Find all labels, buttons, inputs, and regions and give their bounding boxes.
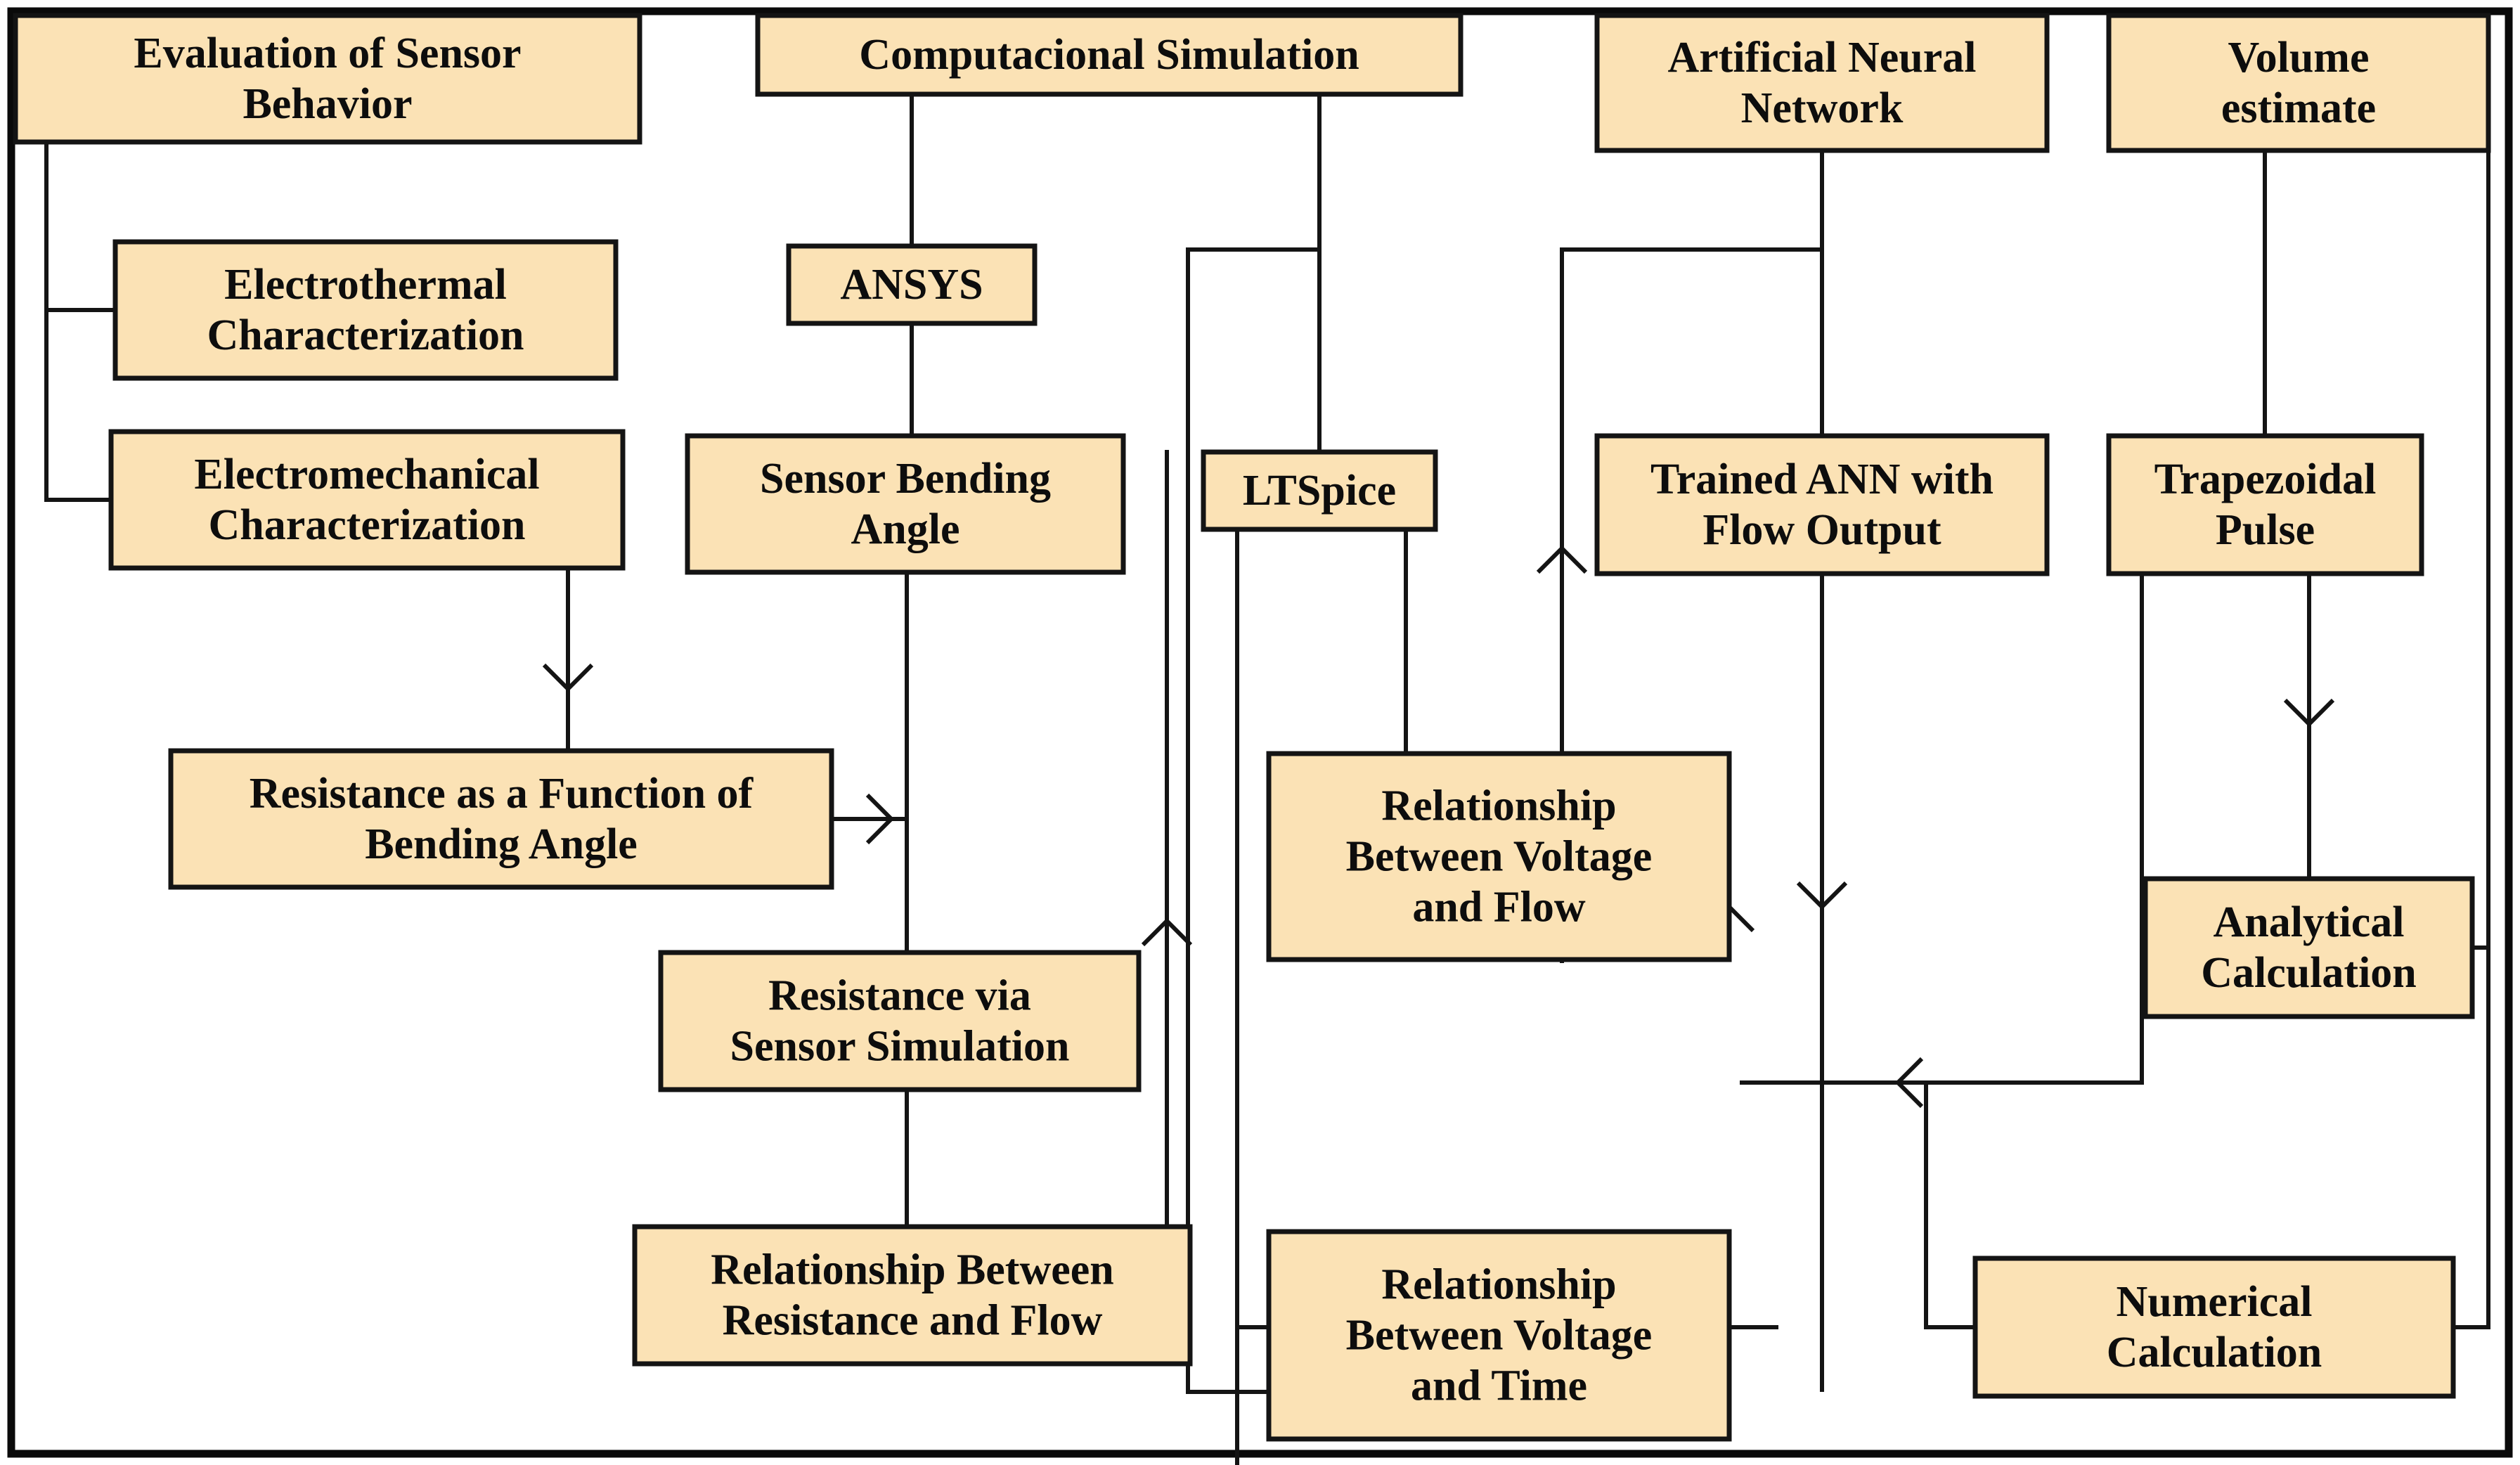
node-box-artificial-neural-network[interactable] bbox=[1594, 13, 2050, 153]
connector-numerical-left bbox=[1924, 1083, 1975, 1329]
arrowhead-electromechanical-to-resistance-bending bbox=[542, 663, 594, 692]
connector-analytical-to-numerical bbox=[2453, 946, 2490, 1329]
node-computacional-simulation[interactable]: Computacional Simulation bbox=[755, 13, 1463, 97]
node-label-ltspice: LTSpice bbox=[1243, 467, 1396, 515]
node-box-volume-estimate[interactable] bbox=[2106, 13, 2491, 153]
node-box-ansys[interactable] bbox=[786, 243, 1038, 326]
node-box-analytical-calculation[interactable] bbox=[2143, 876, 2475, 1019]
arrowhead-trained-ann-down bbox=[1796, 881, 1848, 910]
arrowhead-ann-branch-left bbox=[1536, 545, 1588, 574]
node-box-trained-ann[interactable] bbox=[1594, 433, 2050, 576]
connector-trapezoid-left-down bbox=[1740, 574, 2144, 1085]
node-box-sensor-bending-angle[interactable] bbox=[685, 433, 1126, 575]
arrowhead-resistance-bending-to-trunk bbox=[865, 793, 895, 845]
node-box-electromechanical[interactable] bbox=[108, 429, 626, 571]
node-box-resistance-bending[interactable] bbox=[168, 748, 834, 890]
connector-layer bbox=[44, 94, 2490, 1465]
node-box-evaluation[interactable] bbox=[13, 13, 642, 145]
node-box-electrothermal[interactable] bbox=[112, 239, 619, 381]
node-box-relationship-resistance-flow[interactable] bbox=[632, 1224, 1193, 1367]
node-label-computacional-simulation: Computacional Simulation bbox=[859, 31, 1359, 79]
connector-computacional-to-ltspice-branch bbox=[1186, 94, 1322, 1394]
node-ltspice[interactable]: LTSpice bbox=[1201, 449, 1438, 532]
node-box-ltspice[interactable] bbox=[1201, 449, 1438, 532]
connector-evaluation-to-electrothermal bbox=[44, 142, 115, 312]
node-box-relationship-voltage-time[interactable] bbox=[1266, 1229, 1732, 1442]
outer-frame bbox=[7, 7, 2513, 1458]
arrowhead-trapezoid-left-down bbox=[1894, 1057, 1924, 1109]
node-box-numerical-calculation[interactable] bbox=[1972, 1256, 2456, 1399]
node-box-relationship-voltage-flow[interactable] bbox=[1266, 751, 1732, 962]
node-box-computacional-simulation[interactable] bbox=[755, 13, 1463, 97]
connector-evaluation-to-electromechanical bbox=[44, 142, 111, 502]
node-ansys[interactable]: ANSYS bbox=[786, 243, 1038, 326]
node-box-resistance-sensor-sim[interactable] bbox=[658, 950, 1142, 1092]
node-box-trapezoidal-pulse[interactable] bbox=[2106, 433, 2424, 576]
arrowhead-trapezoid-to-analytical bbox=[2283, 698, 2335, 728]
node-label-ansys: ANSYS bbox=[840, 261, 983, 309]
connector-ann-branch-left bbox=[1560, 247, 1822, 963]
arrowhead-resistance-flow-up-trunk bbox=[1141, 917, 1193, 947]
